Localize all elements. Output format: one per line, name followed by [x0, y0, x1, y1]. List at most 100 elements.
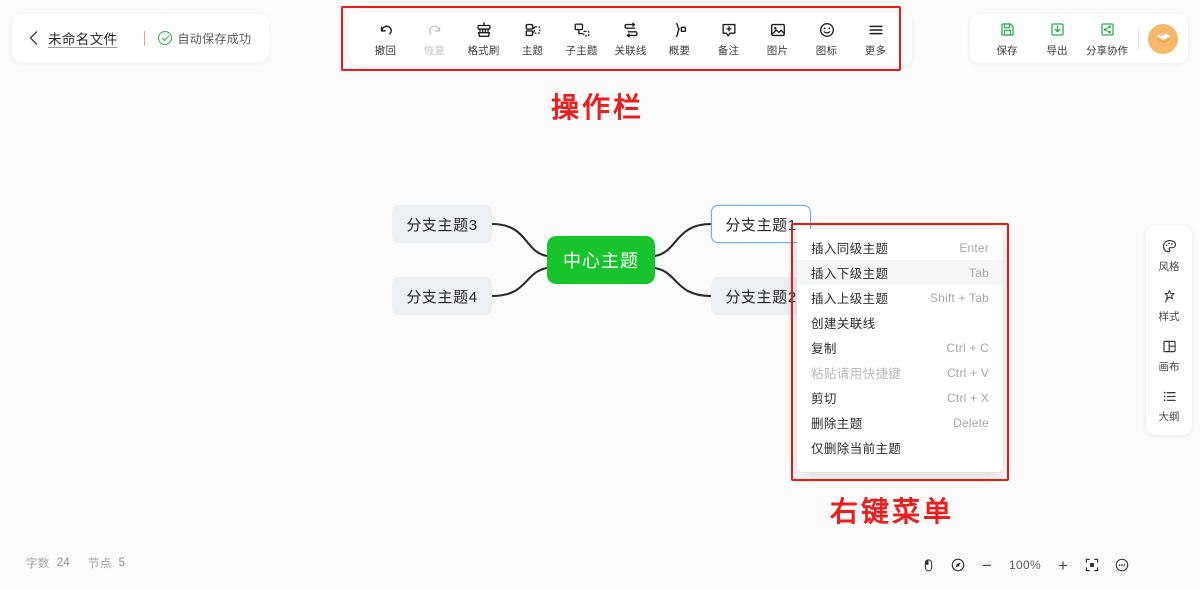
node-label: 分支主题3: [406, 216, 478, 234]
book-avatar-icon: [1155, 32, 1171, 43]
context-menu-shortcut: Shift + Tab: [929, 290, 989, 305]
context-menu-label: 仅删除当前主题: [811, 442, 902, 456]
header-action-label: 保存: [996, 44, 1018, 57]
palette-icon: [1161, 237, 1178, 256]
side-panel-label: 大纲: [1158, 411, 1180, 423]
context-menu-item[interactable]: 剪切 Ctrl + X: [797, 385, 1003, 410]
header-action-label: 导出: [1046, 44, 1068, 57]
word-count-value: 24: [56, 557, 71, 569]
side-panel-item-style-theme[interactable]: 风格: [1159, 237, 1180, 274]
context-menu-label: 复制: [811, 342, 837, 356]
mindmap-node-branch[interactable]: 分支主题3: [392, 205, 492, 243]
context-menu-item[interactable]: 插入上级主题 Shift + Tab: [797, 285, 1003, 310]
document-card: 未命名文件 自动保存成功: [12, 14, 270, 62]
side-panel-label: 样式: [1158, 311, 1180, 323]
document-title[interactable]: 未命名文件: [48, 32, 118, 47]
back-chevron-icon[interactable]: [26, 31, 40, 45]
toolbar-format-brush-button[interactable]: 格式刷: [459, 16, 508, 62]
node-count-value: 5: [118, 557, 126, 569]
image-icon: [769, 20, 787, 39]
context-menu-label: 插入上级主题: [811, 292, 889, 306]
side-panel-item-outline[interactable]: 大纲: [1159, 387, 1180, 424]
magic-wand-icon: [1161, 287, 1178, 306]
fit-screen-icon[interactable]: [1084, 555, 1100, 575]
mouse-pointer-icon[interactable]: [921, 555, 936, 575]
zoom-level[interactable]: 100%: [1009, 558, 1041, 572]
export-button[interactable]: 导出: [1032, 20, 1082, 58]
context-menu-label: 创建关联线: [811, 317, 876, 331]
main-toolbar-wrap: 撤回 恢复 格式刷 主题: [349, 12, 912, 66]
undo-icon: [377, 20, 395, 39]
mindmap-node-branch-selected[interactable]: 分支主题1: [711, 205, 811, 243]
node-label: 分支主题4: [406, 288, 478, 306]
toolbar-redo-button[interactable]: 恢复: [410, 16, 459, 62]
right-side-panel: 风格 样式 画布 大纲: [1146, 226, 1192, 435]
menu-more-icon: [867, 20, 885, 39]
autosave-text: 自动保存成功: [177, 31, 252, 46]
toolbar-label: 格式刷: [467, 45, 500, 57]
toolbar-label: 备注: [717, 45, 740, 57]
autosave-status: 自动保存成功: [157, 30, 252, 47]
context-menu-item[interactable]: 仅删除当前主题: [797, 435, 1003, 460]
zoom-out-button[interactable]: −: [982, 555, 992, 575]
status-bar-left: 字数 24 节点 5: [26, 555, 125, 571]
share-icon: [1099, 20, 1116, 39]
side-panel-item-node-style[interactable]: 样式: [1159, 287, 1180, 324]
context-menu-item[interactable]: 删除主题 Delete: [797, 410, 1003, 435]
context-menu-shortcut: Enter: [959, 240, 989, 255]
context-menu-item[interactable]: 插入下级主题 Tab: [797, 260, 1003, 285]
node-label: 分支主题2: [725, 288, 797, 306]
context-menu-label: 剪切: [811, 392, 837, 406]
context-menu-shortcut: Ctrl + X: [947, 390, 989, 405]
toolbar-label: 概要: [668, 45, 691, 57]
header-action-label: 分享协作: [1086, 44, 1128, 57]
mindmap-node-center[interactable]: 中心主题: [547, 236, 655, 284]
topic-icon: [524, 20, 542, 39]
side-panel-label: 画布: [1158, 361, 1180, 373]
toolbar-label: 主题: [521, 45, 544, 57]
context-menu-shortcut: Delete: [953, 415, 989, 430]
navigator-icon[interactable]: [950, 555, 966, 575]
mindmap-node-branch[interactable]: 分支主题2: [711, 277, 811, 315]
toolbar-image-button[interactable]: 图片: [753, 16, 802, 62]
node-label: 中心主题: [563, 251, 639, 271]
share-button[interactable]: 分享协作: [1082, 20, 1132, 58]
toolbar-more-button[interactable]: 更多: [851, 16, 900, 62]
word-count-label: 字数: [26, 558, 50, 570]
toolbar-subtopic-button[interactable]: 子主题: [557, 16, 606, 62]
toolbar-relation-line-button[interactable]: 关联线: [606, 16, 655, 62]
toolbar-label: 子主题: [565, 45, 598, 57]
toolbar-label: 图片: [766, 45, 789, 57]
context-menu-label: 删除主题: [811, 417, 863, 431]
context-menu: 插入同级主题 Enter 插入下级主题 Tab 插入上级主题 Shift + T…: [797, 229, 1003, 472]
context-menu-item[interactable]: 插入同级主题 Enter: [797, 235, 1003, 260]
toolbar-emoji-button[interactable]: 图标: [802, 16, 851, 62]
context-menu-shortcut: Ctrl + V: [947, 365, 989, 380]
avatar[interactable]: [1148, 23, 1178, 54]
annotation-label-context-menu: 右键菜单: [830, 496, 955, 527]
annotation-label-toolbar: 操作栏: [551, 92, 645, 123]
side-panel-item-canvas[interactable]: 画布: [1159, 337, 1180, 374]
context-menu-item[interactable]: 创建关联线: [797, 310, 1003, 335]
main-toolbar: 撤回 恢复 格式刷 主题: [349, 12, 912, 66]
subtopic-icon: [573, 20, 591, 39]
toolbar-note-button[interactable]: 备注: [704, 16, 753, 62]
context-menu-shortcut: Tab: [969, 265, 989, 280]
zoom-in-button[interactable]: +: [1058, 555, 1068, 575]
context-menu-label: 插入下级主题: [811, 267, 889, 281]
save-button[interactable]: 保存: [982, 20, 1032, 58]
toolbar-label: 恢复: [423, 45, 446, 57]
header-actions-divider: [1138, 27, 1139, 50]
mindmap-node-branch[interactable]: 分支主题4: [392, 277, 492, 315]
toolbar-summary-button[interactable]: 概要: [655, 16, 704, 62]
export-icon: [1049, 20, 1066, 39]
context-menu-item[interactable]: 复制 Ctrl + C: [797, 335, 1003, 360]
toolbar-undo-button[interactable]: 撤回: [361, 16, 410, 62]
format-brush-icon: [475, 20, 493, 39]
summary-icon: [671, 20, 689, 39]
context-menu-shortcut: Ctrl + C: [946, 340, 989, 355]
more-dots-icon[interactable]: [1114, 555, 1130, 575]
toolbar-topic-button[interactable]: 主题: [508, 16, 557, 62]
